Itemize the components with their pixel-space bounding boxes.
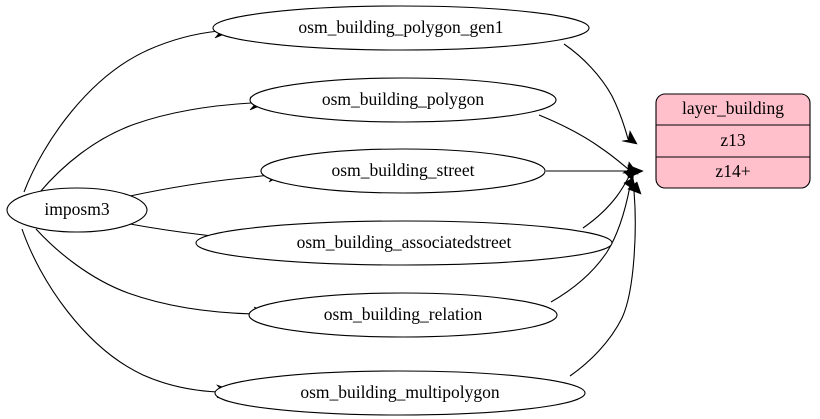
record-row-zoom-z13: z13 <box>720 130 746 150</box>
edge-osm_building_associatedstreet-to-layer_building-z14plus <box>582 167 635 229</box>
node-osm_building_multipolygon-label: osm_building_multipolygon <box>300 382 500 402</box>
node-osm_building_street-label: osm_building_street <box>332 160 475 180</box>
node-osm_building_multipolygon-shape[interactable] <box>214 370 586 416</box>
node-osm_building_associatedstreet-shape[interactable] <box>195 220 613 266</box>
node-osm_building_associatedstreet-label: osm_building_associatedstreet <box>297 232 512 252</box>
node-osm_building_polygon_gen1-label: osm_building_polygon_gen1 <box>298 17 503 37</box>
node-imposm3[interactable]: imposm3 <box>6 187 148 233</box>
node-imposm3-label: imposm3 <box>44 199 109 219</box>
record-row-zoom-z14plus: z14+ <box>715 161 750 181</box>
node-osm_building_multipolygon[interactable]: osm_building_multipolygon <box>214 370 586 416</box>
node-osm_building_relation[interactable]: osm_building_relation <box>248 292 558 338</box>
node-osm_building_polygon[interactable]: osm_building_polygon <box>249 77 557 123</box>
node-osm_building_street[interactable]: osm_building_street <box>260 148 546 194</box>
node-osm_building_relation-label: osm_building_relation <box>324 304 483 324</box>
node-osm_building_street-shape[interactable] <box>260 148 546 194</box>
edge-imposm3-to-osm_building_multipolygon <box>21 228 235 399</box>
node-osm_building_polygon_gen1[interactable]: osm_building_polygon_gen1 <box>212 5 590 51</box>
node-osm_building_associatedstreet[interactable]: osm_building_associatedstreet <box>195 220 613 266</box>
edge-imposm3-to-osm_building_polygon <box>39 96 268 193</box>
edge-osm_building_multipolygon-to-layer_building-z14plus <box>569 181 642 377</box>
node-imposm3-shape[interactable] <box>6 187 148 233</box>
node-layer_building[interactable]: layer_building z13 z14+ <box>655 93 811 189</box>
node-osm_building_polygon_gen1-shape[interactable] <box>212 5 590 51</box>
node-layer_building-shape[interactable] <box>655 93 811 189</box>
node-osm_building_polygon-shape[interactable] <box>249 77 557 123</box>
node-osm_building_relation-shape[interactable] <box>248 292 558 338</box>
record-row-layer-name: layer_building <box>682 98 784 118</box>
node-osm_building_polygon-label: osm_building_polygon <box>322 89 485 109</box>
edge-group-tables-to-layer <box>538 43 644 377</box>
edge-osm_building_polygon_gen1-to-layer_building-z13 <box>563 43 638 145</box>
